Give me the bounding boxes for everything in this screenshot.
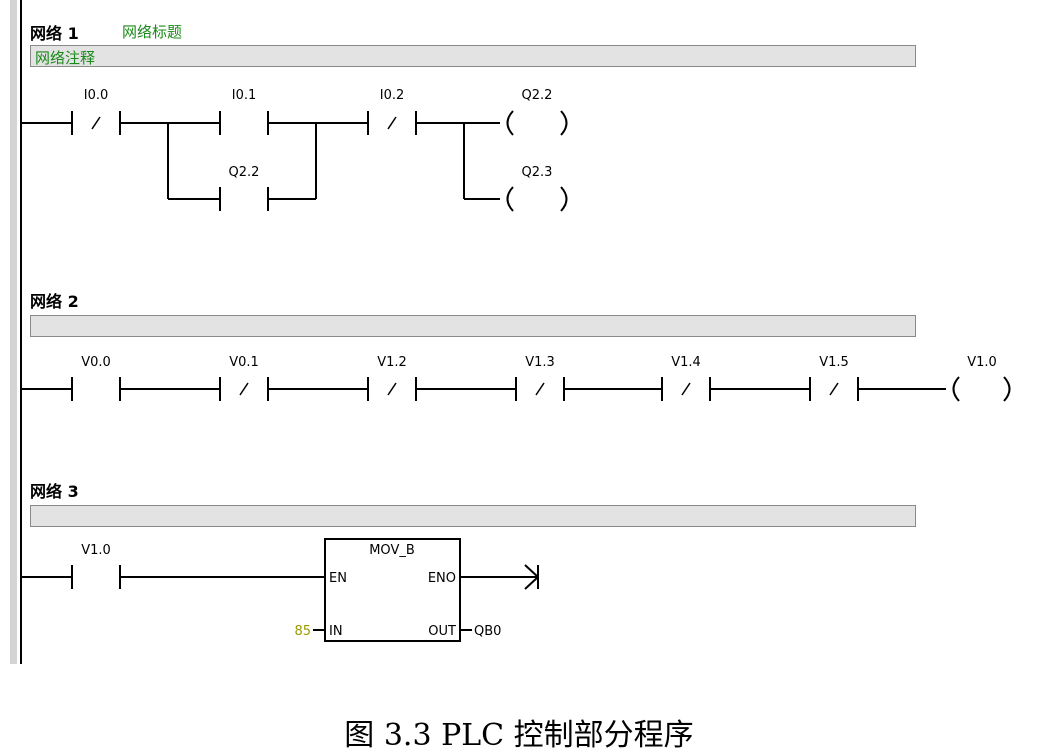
address-q2-3: Q2.3 [522,165,553,180]
network-3-comment-bar[interactable] [30,505,916,527]
pin-en: EN [329,571,347,586]
contact-v0-1[interactable] [219,377,269,401]
contact-q2-2[interactable] [219,187,269,211]
contact-v1-2[interactable] [367,377,417,401]
coil-v1-0[interactable] [952,376,1011,402]
out-address: QB0 [474,624,501,639]
contact-i0-1[interactable] [219,111,269,135]
address-v0-0: V0.0 [81,355,111,370]
contact-v1-4[interactable] [661,377,711,401]
figure-caption: 图 3.3 PLC 控制部分程序 [344,718,694,753]
network-1-title[interactable]: 网络标题 [122,23,183,41]
address-v1-0-coil: V1.0 [967,355,997,370]
mov-b-name: MOV_B [369,543,415,558]
address-v1-4: V1.4 [671,355,701,370]
address-v1-0-contact: V1.0 [81,543,111,558]
address-v1-5: V1.5 [819,355,849,370]
contact-v1-3[interactable] [515,377,565,401]
coil-q2-3[interactable] [506,186,568,212]
pin-in: IN [329,624,343,639]
contact-v0-0[interactable] [71,377,121,401]
address-q2-2-contact: Q2.2 [229,165,260,180]
pin-out: OUT [428,624,456,639]
address-v0-1: V0.1 [229,355,259,370]
mov-b-box[interactable] [324,538,461,642]
address-v1-2: V1.2 [377,355,407,370]
network-3-label[interactable]: 网络 3 [30,482,79,501]
network-2-label[interactable]: 网络 2 [30,292,79,311]
address-i0-0: I0.0 [84,88,109,103]
address-i0-2: I0.2 [380,88,405,103]
coil-q2-2[interactable] [506,110,568,136]
network-1-comment: 网络注释 [35,49,96,67]
contact-i0-0[interactable] [71,111,121,135]
network-1-comment-bar[interactable]: 网络注释 [30,45,916,67]
pin-eno: ENO [428,571,456,586]
in-constant: 85 [294,624,311,639]
contact-v1-5[interactable] [809,377,859,401]
network-1-label[interactable]: 网络 1 [30,24,79,43]
network-2-comment-bar[interactable] [30,315,916,337]
network-1-rungs [21,122,500,200]
network-3-rung [21,564,539,631]
editor-margin [10,0,17,664]
contact-v1-0[interactable] [71,565,121,589]
address-q2-2-coil: Q2.2 [522,88,553,103]
ladder-diagram: I0.0 I0.1 Q2.2 I0.2 Q2.2 Q2.3 V0.0 V0.1 … [10,0,1011,664]
address-i0-1: I0.1 [232,88,257,103]
address-v1-3: V1.3 [525,355,555,370]
contact-i0-2[interactable] [367,111,417,135]
